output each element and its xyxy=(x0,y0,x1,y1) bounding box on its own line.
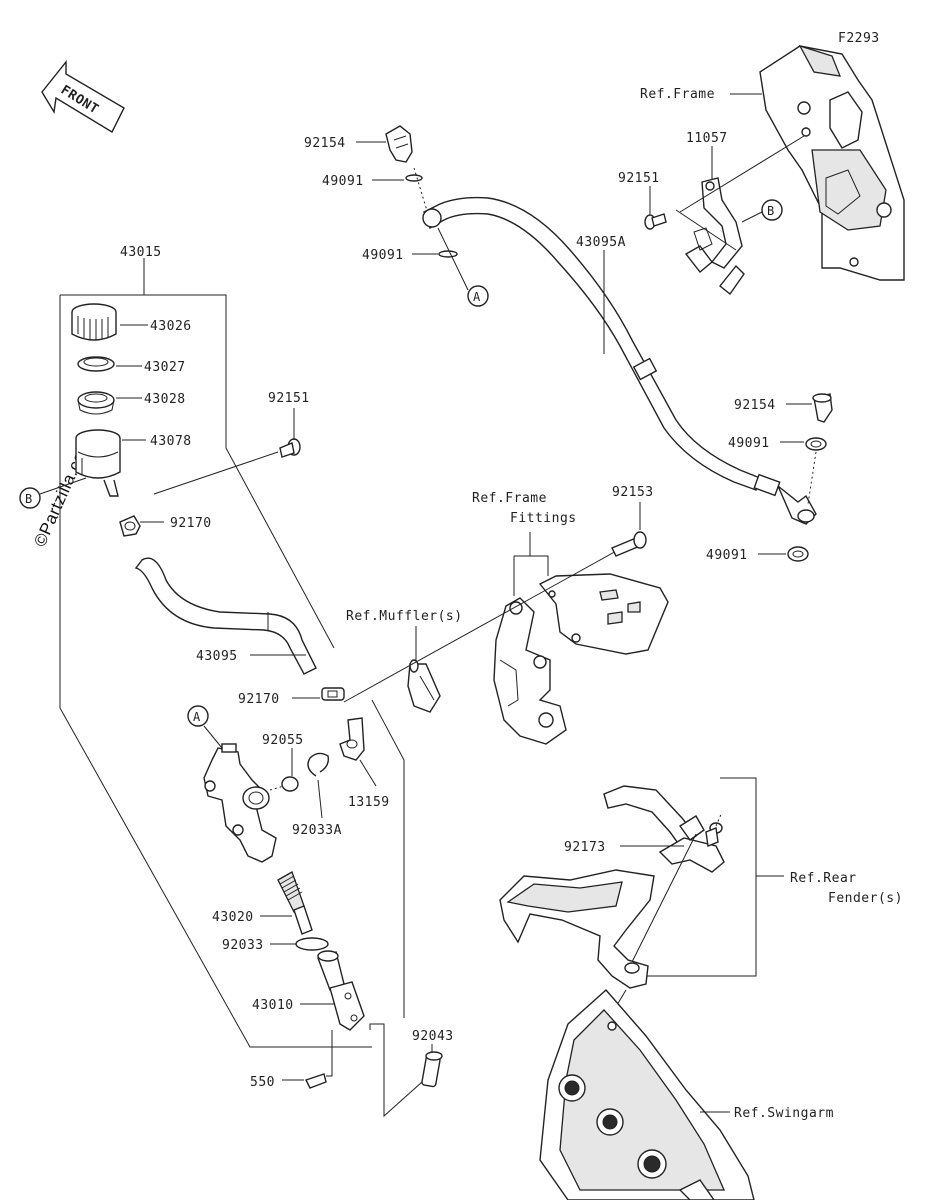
part-92154-lower: 92154 xyxy=(734,398,776,413)
part-92043: 92043 xyxy=(412,1029,454,1044)
washer-49091-lower xyxy=(438,250,458,258)
label-ref-swingarm: Ref.Swingarm xyxy=(734,1106,834,1121)
brake-hose-43095a xyxy=(422,196,817,525)
part-92154-upper: 92154 xyxy=(304,136,346,151)
diagram-code: F2293 xyxy=(838,31,880,46)
push-rod-spring xyxy=(277,871,313,935)
part-43015: 43015 xyxy=(120,245,162,260)
part-49091-lower: 49091 xyxy=(362,248,404,263)
label-ref-frame: Ref.Frame xyxy=(640,87,715,102)
part-43028: 43028 xyxy=(144,392,186,407)
washer-49091-right-upper xyxy=(805,437,827,451)
banjo-bolt-lower xyxy=(812,393,833,423)
swingarm-section xyxy=(539,989,755,1200)
bracket-11057 xyxy=(684,177,745,296)
part-43010: 43010 xyxy=(252,998,294,1013)
part-92151-right: 92151 xyxy=(618,171,660,186)
part-43027: 43027 xyxy=(144,360,186,375)
callout-b-left: B xyxy=(19,477,87,509)
group-bracket-43015 xyxy=(59,258,372,1048)
hose-clamp-lower xyxy=(321,687,345,701)
part-43026: 43026 xyxy=(150,319,192,334)
washer-49091-right-lower xyxy=(787,546,809,562)
label-ref-frame-fittings-2: Fittings xyxy=(510,511,577,526)
reservoir-diaphragm xyxy=(77,391,115,415)
part-43095a: 43095A xyxy=(576,235,626,250)
muffler-mount xyxy=(407,659,441,713)
callout-a-lower: A xyxy=(187,705,223,749)
part-43095: 43095 xyxy=(196,649,238,664)
svg-text:A: A xyxy=(193,710,201,724)
master-cylinder-body xyxy=(203,743,277,863)
front-arrow-icon: FRONT xyxy=(41,60,125,133)
part-92055: 92055 xyxy=(262,733,304,748)
reservoir-cap xyxy=(71,303,117,341)
screw-92151-left xyxy=(279,438,301,458)
label-ref-rear-fender-1: Ref.Rear xyxy=(790,871,857,886)
guard-wire-92173 xyxy=(603,785,725,873)
pin-92043 xyxy=(421,1051,443,1088)
part-92153: 92153 xyxy=(612,485,654,500)
part-43078: 43078 xyxy=(150,434,192,449)
part-92173: 92173 xyxy=(564,840,606,855)
frame-section xyxy=(759,44,905,281)
part-92033: 92033 xyxy=(222,938,264,953)
hose-fitting-13159 xyxy=(339,717,365,761)
screw-92173 xyxy=(705,822,723,847)
rear-fender-section xyxy=(499,869,655,989)
part-92151-left: 92151 xyxy=(268,391,310,406)
o-ring-92055 xyxy=(281,776,299,792)
subframe-part xyxy=(493,597,567,745)
reservoir-hose xyxy=(134,557,317,675)
part-49091-right-lower: 49091 xyxy=(706,548,748,563)
screw-92151-right xyxy=(644,213,667,230)
part-49091-upper: 49091 xyxy=(322,174,364,189)
label-ref-rear-fender-2: Fender(s) xyxy=(828,891,903,906)
label-ref-muffler: Ref.Muffler(s) xyxy=(346,609,463,624)
footpeg-bracket xyxy=(538,573,669,655)
reservoir-tank xyxy=(75,429,121,497)
cotter-pin-550 xyxy=(305,1073,327,1089)
push-rod-assembly xyxy=(317,950,365,1031)
callout-a-upper: A xyxy=(437,227,489,307)
callout-b-right: B xyxy=(741,199,783,223)
part-550: 550 xyxy=(250,1075,275,1090)
bolt-92153 xyxy=(611,531,647,557)
part-43020: 43020 xyxy=(212,910,254,925)
svg-text:B: B xyxy=(25,492,33,506)
part-49091-right-upper: 49091 xyxy=(728,436,770,451)
circlip-92033a xyxy=(307,752,330,777)
snap-ring-92033 xyxy=(295,937,329,951)
hose-clamp-upper xyxy=(119,515,141,537)
part-92170-upper: 92170 xyxy=(170,516,212,531)
part-92033a: 92033A xyxy=(292,823,342,838)
washer-49091-upper xyxy=(405,174,423,182)
banjo-bolt-upper xyxy=(385,125,413,163)
svg-text:A: A xyxy=(473,290,481,304)
part-11057: 11057 xyxy=(686,131,728,146)
svg-text:B: B xyxy=(767,204,775,218)
part-13159: 13159 xyxy=(348,795,390,810)
part-92170-lower: 92170 xyxy=(238,692,280,707)
label-ref-frame-fittings-1: Ref.Frame xyxy=(472,491,547,506)
reservoir-plate xyxy=(77,356,115,372)
